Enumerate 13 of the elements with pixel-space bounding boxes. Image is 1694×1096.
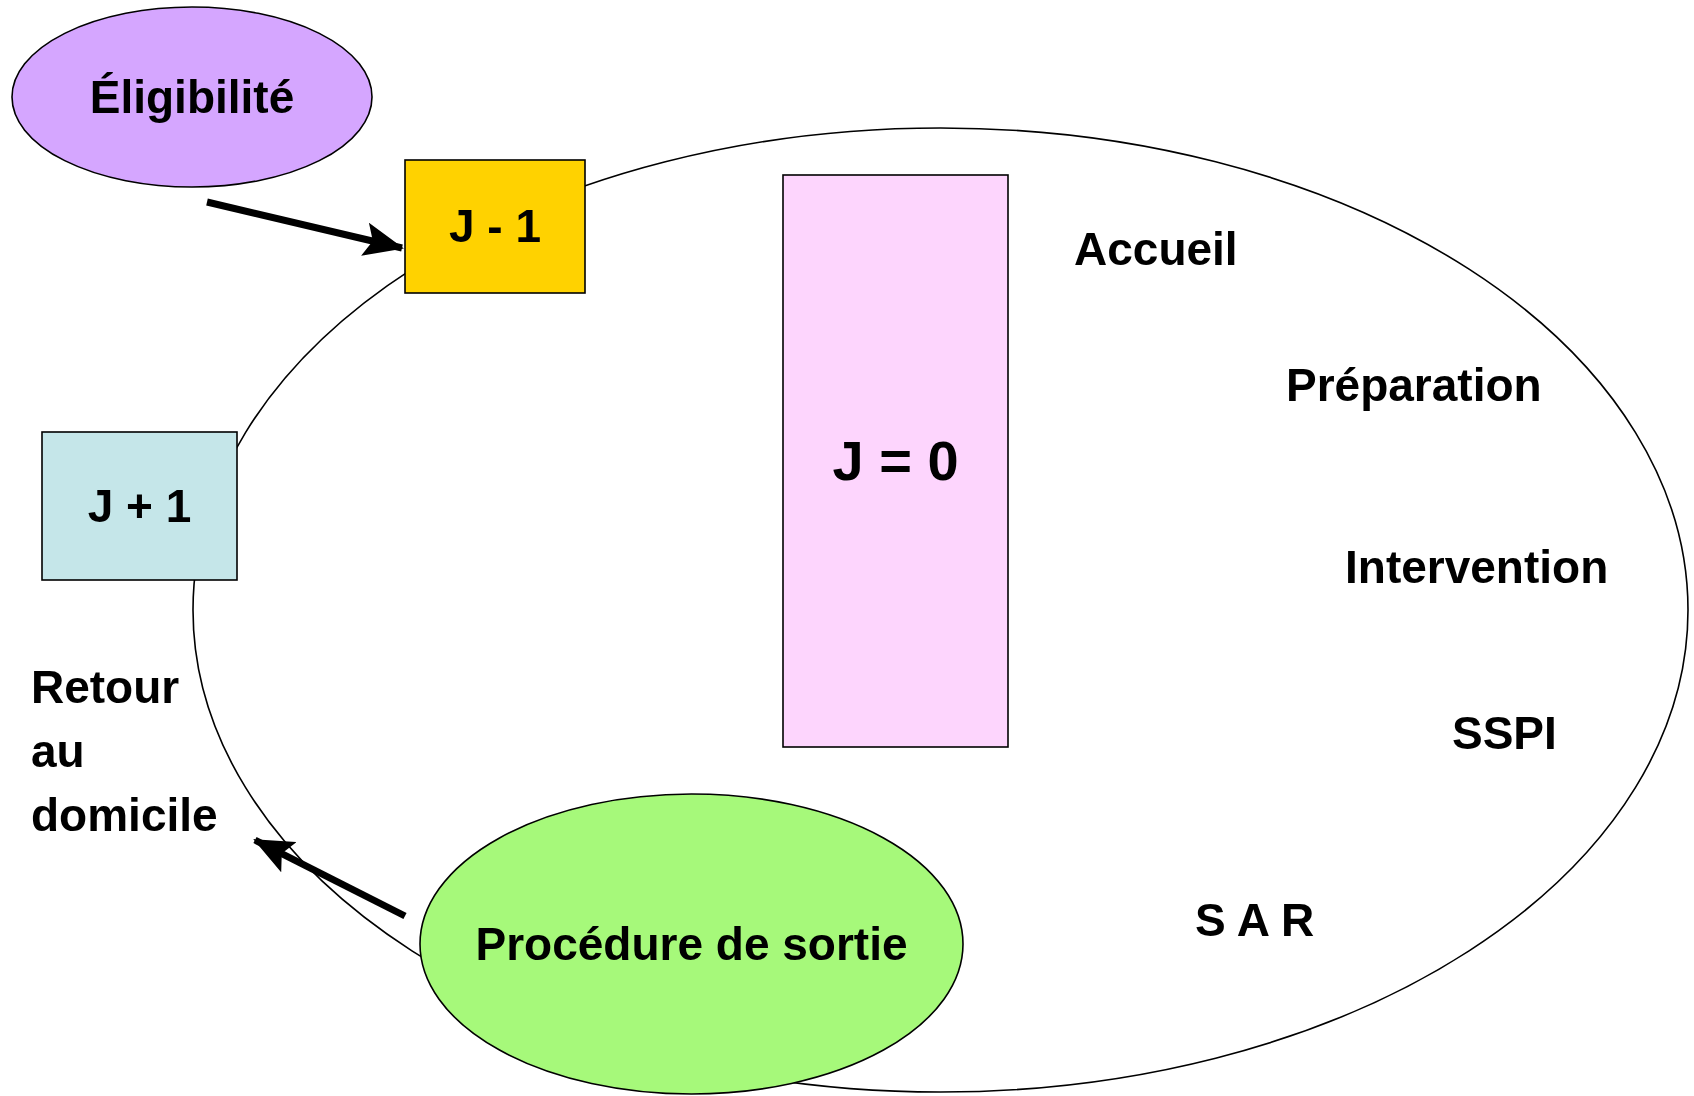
stage-label: Éligibilité: [89, 70, 295, 124]
stage-label: J - 1: [448, 200, 541, 253]
step-label: Préparation: [1286, 358, 1542, 412]
stage-label: Procédure de sortie: [475, 917, 908, 971]
arrow: [253, 836, 407, 920]
step-label: Intervention: [1345, 540, 1609, 594]
step-text: Retour au domicile: [31, 660, 219, 843]
step-label: Accueil: [1074, 222, 1238, 276]
stage-label: J + 1: [87, 479, 192, 533]
step-label: S A R: [1195, 893, 1315, 947]
stage-label: J = 0: [832, 428, 959, 494]
step-label: SSPI: [1452, 706, 1557, 760]
arrow: [206, 198, 404, 256]
